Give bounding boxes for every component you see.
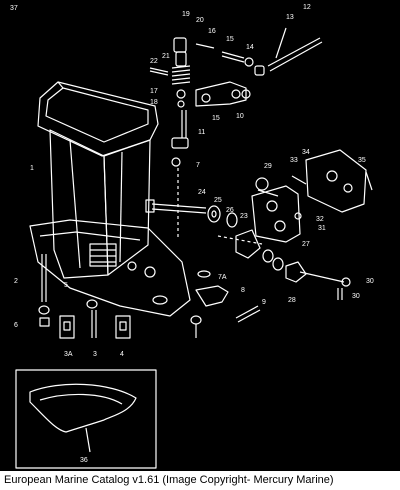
- part-label-37: 37: [10, 5, 18, 12]
- part-label-28: 28: [288, 297, 296, 304]
- part-label-3a: 3A: [64, 351, 73, 358]
- part-label-31: 31: [318, 225, 326, 232]
- lower-hardware: [38, 254, 261, 338]
- part-label-30: 30: [352, 293, 360, 300]
- part-label-9: 9: [262, 299, 266, 306]
- part-label-5: 5: [64, 282, 68, 289]
- part-label-21: 21: [162, 53, 170, 60]
- driveshaft-housing: [29, 81, 191, 317]
- part-label-33: 33: [290, 157, 298, 164]
- part-label-12: 12: [303, 4, 311, 11]
- part-label-1: 1: [30, 165, 34, 172]
- part-label-17: 17: [150, 88, 158, 95]
- part-label-20: 20: [196, 17, 204, 24]
- part-label-25: 25: [214, 197, 222, 204]
- part-label-36: 36: [80, 457, 88, 464]
- part-label-18: 18: [150, 99, 158, 106]
- part-label-15: 15: [212, 115, 220, 122]
- part-label-34: 34: [302, 149, 310, 156]
- part-label-7: 7: [196, 162, 200, 169]
- part-label-13: 13: [286, 14, 294, 21]
- mount-assembly: [145, 149, 373, 300]
- part-label-24: 24: [198, 189, 206, 196]
- part-label-29: 29: [264, 163, 272, 170]
- part-label-30: 30: [366, 278, 374, 285]
- anode-plates: [59, 315, 131, 339]
- part-label-7a: 7A: [218, 274, 227, 281]
- gasket-inset: [15, 369, 157, 469]
- part-label-3: 3: [93, 351, 97, 358]
- part-label-26: 26: [226, 207, 234, 214]
- part-label-4: 4: [120, 351, 124, 358]
- part-label-35: 35: [358, 157, 366, 164]
- shift-shaft-assembly: [195, 27, 323, 76]
- part-label-27: 27: [302, 241, 310, 248]
- part-label-22: 22: [150, 58, 158, 65]
- part-label-10: 10: [236, 113, 244, 120]
- image-caption: European Marine Catalog v1.61 (Image Cop…: [0, 471, 400, 490]
- part-label-11: 11: [198, 129, 205, 136]
- part-label-8: 8: [241, 287, 245, 294]
- shift-linkage: [149, 37, 251, 240]
- part-label-14: 14: [246, 44, 254, 51]
- part-label-23: 23: [240, 213, 248, 220]
- part-label-15: 15: [226, 36, 234, 43]
- part-label-19: 19: [182, 11, 190, 18]
- part-label-6: 6: [14, 322, 18, 329]
- part-label-2: 2: [14, 278, 18, 285]
- exploded-parts-diagram: 1233A45677A89101112131415151617181920212…: [10, 4, 374, 469]
- part-label-32: 32: [316, 216, 324, 223]
- part-label-16: 16: [208, 28, 216, 35]
